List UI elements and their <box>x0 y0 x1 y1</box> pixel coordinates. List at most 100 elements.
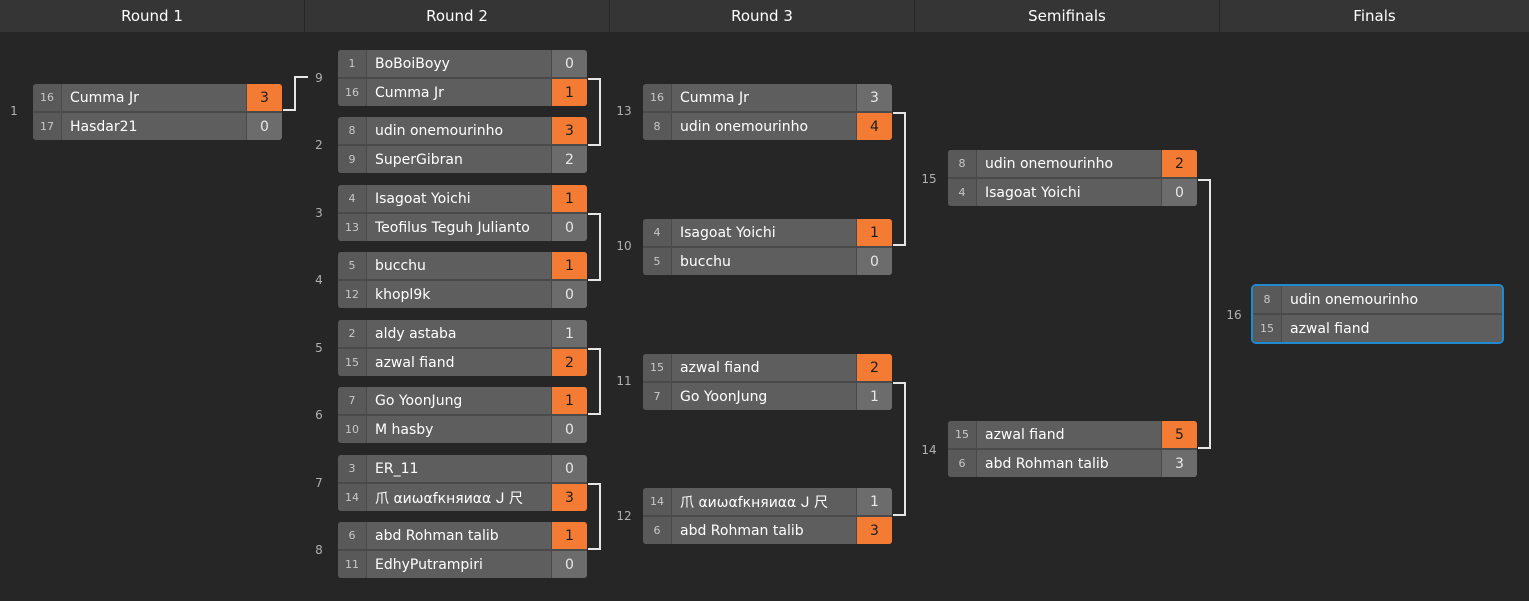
score: 1 <box>857 383 892 410</box>
match-slot[interactable]: 8 udin onemourinho 3 <box>338 117 587 144</box>
match-1[interactable]: 16 Cumma Jr 3 17 Hasdar21 0 <box>33 84 282 140</box>
match-5[interactable]: 2 aldy astaba 1 15 azwal fiand 2 <box>338 320 587 376</box>
round-header-2[interactable]: Round 2 <box>305 0 610 32</box>
match-11[interactable]: 15 azwal fiand 2 7 Go YoonJung 1 <box>643 354 892 410</box>
player-name: azwal fiand <box>1282 315 1502 342</box>
match-slot[interactable]: 1 BoBoiBoyy 0 <box>338 50 587 77</box>
match-number-10: 10 <box>616 239 632 253</box>
round-header-3[interactable]: Round 3 <box>610 0 915 32</box>
match-3[interactable]: 4 Isagoat Yoichi 1 13 Teofilus Teguh Jul… <box>338 185 587 241</box>
match-number-16: 16 <box>1226 308 1242 322</box>
match-slot[interactable]: 7 Go YoonJung 1 <box>338 387 587 414</box>
connector-r2-10 <box>588 213 601 281</box>
score: 0 <box>1162 179 1197 206</box>
match-slot[interactable]: 15 azwal fiand 2 <box>643 354 892 381</box>
match-slot[interactable]: 8 udin onemourinho 4 <box>643 113 892 140</box>
score: 2 <box>552 146 587 173</box>
match-slot[interactable]: 16 Cumma Jr 3 <box>33 84 282 111</box>
match-slot[interactable]: 4 Isagoat Yoichi 1 <box>338 185 587 212</box>
player-name: Hasdar21 <box>62 113 246 140</box>
player-name: udin onemourinho <box>977 150 1161 177</box>
connector-r2-12 <box>588 483 601 550</box>
match-slot[interactable]: 6 abd Rohman talib 3 <box>643 517 892 544</box>
score: 2 <box>1162 150 1197 177</box>
match-16-final[interactable]: 8 udin onemourinho 15 azwal fiand <box>1251 284 1504 344</box>
match-13[interactable]: 16 Cumma Jr 3 8 udin onemourinho 4 <box>643 84 892 140</box>
seed: 12 <box>338 281 366 308</box>
player-name: abd Rohman talib <box>977 450 1161 477</box>
player-name: udin onemourinho <box>672 113 856 140</box>
match-slot[interactable]: 6 abd Rohman talib 1 <box>338 522 587 549</box>
match-slot[interactable]: 15 azwal fiand <box>1253 315 1502 342</box>
match-slot[interactable]: 2 aldy astaba 1 <box>338 320 587 347</box>
player-name: Isagoat Yoichi <box>367 185 551 212</box>
match-4[interactable]: 5 bucchu 1 12 khopl9k 0 <box>338 252 587 308</box>
match-slot[interactable]: 11 EdhyPutrampiri 0 <box>338 551 587 578</box>
match-slot[interactable]: 16 Cumma Jr 3 <box>643 84 892 111</box>
player-name: bucchu <box>672 248 856 275</box>
seed: 15 <box>948 421 976 448</box>
match-slot[interactable]: 10 M hasby 0 <box>338 416 587 443</box>
round-header-1[interactable]: Round 1 <box>0 0 305 32</box>
round-header-finals[interactable]: Finals <box>1220 0 1529 32</box>
match-9[interactable]: 1 BoBoiBoyy 0 16 Cumma Jr 1 <box>338 50 587 106</box>
player-name: EdhyPutrampiri <box>367 551 551 578</box>
match-number-6: 6 <box>315 408 323 422</box>
seed: 8 <box>338 117 366 144</box>
seed: 6 <box>338 522 366 549</box>
match-7[interactable]: 3 ER_11 0 14 爪 αиωαfкняиαα ᒍ 尺 3 <box>338 455 587 511</box>
score: 0 <box>552 455 587 482</box>
match-10[interactable]: 4 Isagoat Yoichi 1 5 bucchu 0 <box>643 219 892 275</box>
match-number-12: 12 <box>616 509 632 523</box>
round-header-semifinals[interactable]: Semifinals <box>915 0 1220 32</box>
match-slot[interactable]: 13 Teofilus Teguh Julianto 0 <box>338 214 587 241</box>
score: 2 <box>857 354 892 381</box>
match-slot[interactable]: 12 khopl9k 0 <box>338 281 587 308</box>
match-slot[interactable]: 14 爪 αиωαfкняиαα ᒍ 尺 3 <box>338 484 587 511</box>
match-15[interactable]: 8 udin onemourinho 2 4 Isagoat Yoichi 0 <box>948 150 1197 206</box>
match-slot[interactable]: 5 bucchu 0 <box>643 248 892 275</box>
score: 3 <box>247 84 282 111</box>
connector-r3-14 <box>893 382 906 516</box>
match-slot[interactable]: 6 abd Rohman talib 3 <box>948 450 1197 477</box>
match-slot[interactable]: 8 udin onemourinho <box>1253 286 1502 313</box>
match-number-11: 11 <box>616 374 632 388</box>
match-8[interactable]: 6 abd Rohman talib 1 11 EdhyPutrampiri 0 <box>338 522 587 578</box>
match-12[interactable]: 14 爪 αиωαfкняиαα ᒍ 尺 1 6 abd Rohman tali… <box>643 488 892 544</box>
match-slot[interactable]: 3 ER_11 0 <box>338 455 587 482</box>
match-2[interactable]: 8 udin onemourinho 3 9 SuperGibran 2 <box>338 117 587 173</box>
score: 0 <box>247 113 282 140</box>
match-slot[interactable]: 7 Go YoonJung 1 <box>643 383 892 410</box>
player-name: Isagoat Yoichi <box>977 179 1161 206</box>
match-slot[interactable]: 16 Cumma Jr 1 <box>338 79 587 106</box>
score: 3 <box>857 84 892 111</box>
player-name: azwal fiand <box>672 354 856 381</box>
seed: 15 <box>338 349 366 376</box>
match-14[interactable]: 15 azwal fiand 5 6 abd Rohman talib 3 <box>948 421 1197 477</box>
player-name: Go YoonJung <box>367 387 551 414</box>
match-slot[interactable]: 4 Isagoat Yoichi 0 <box>948 179 1197 206</box>
seed: 11 <box>338 551 366 578</box>
seed: 7 <box>643 383 671 410</box>
player-name: Cumma Jr <box>62 84 246 111</box>
match-slot[interactable]: 14 爪 αиωαfкняиαα ᒍ 尺 1 <box>643 488 892 515</box>
match-6[interactable]: 7 Go YoonJung 1 10 M hasby 0 <box>338 387 587 443</box>
player-name: BoBoiBoyy <box>367 50 551 77</box>
match-slot[interactable]: 9 SuperGibran 2 <box>338 146 587 173</box>
score: 1 <box>552 185 587 212</box>
match-slot[interactable]: 15 azwal fiand 5 <box>948 421 1197 448</box>
match-slot[interactable]: 5 bucchu 1 <box>338 252 587 279</box>
match-slot[interactable]: 8 udin onemourinho 2 <box>948 150 1197 177</box>
seed: 16 <box>338 79 366 106</box>
player-name: Cumma Jr <box>672 84 856 111</box>
connector-r3-15 <box>893 112 906 246</box>
match-number-13: 13 <box>616 104 632 118</box>
match-slot[interactable]: 17 Hasdar21 0 <box>33 113 282 140</box>
match-number-8: 8 <box>315 543 323 557</box>
player-name: SuperGibran <box>367 146 551 173</box>
match-slot[interactable]: 4 Isagoat Yoichi 1 <box>643 219 892 246</box>
score: 3 <box>1162 450 1197 477</box>
score: 0 <box>552 214 587 241</box>
score: 5 <box>1162 421 1197 448</box>
match-slot[interactable]: 15 azwal fiand 2 <box>338 349 587 376</box>
